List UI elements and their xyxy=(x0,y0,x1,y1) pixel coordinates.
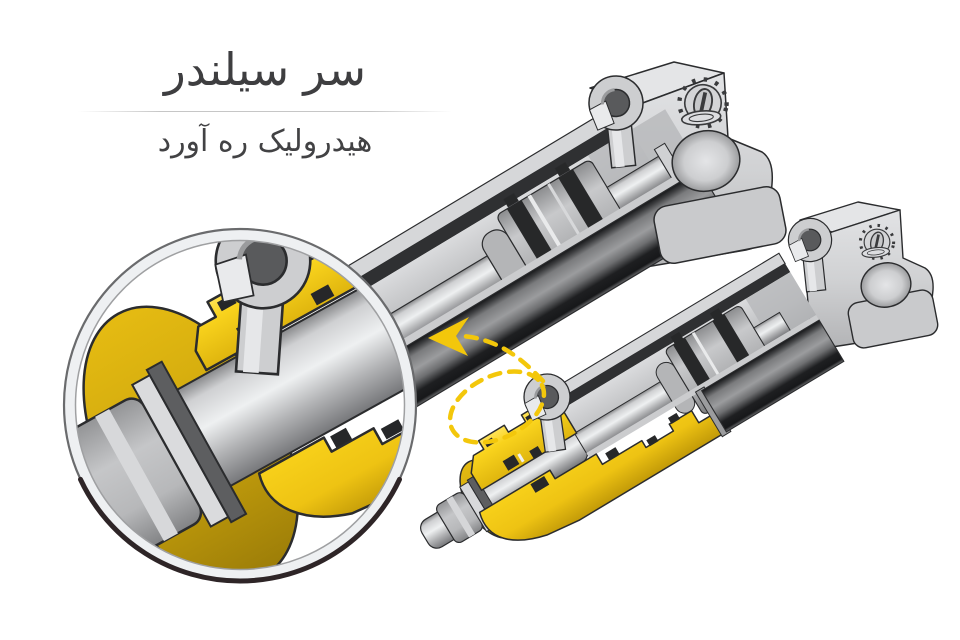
main-cap-foot xyxy=(653,185,787,265)
lens-rim-shadow xyxy=(78,476,402,584)
main-cylinder xyxy=(306,61,787,425)
brand-name: هیدرولیک ره آورد xyxy=(157,123,373,159)
secondary-cylinder xyxy=(420,201,939,549)
caption-divider xyxy=(78,110,452,112)
arrowhead-icon xyxy=(428,317,469,356)
lens-rim-band xyxy=(64,229,416,581)
secondary-cylinder-barrel xyxy=(420,252,845,549)
main-cap-boss xyxy=(671,130,741,192)
page-title: سر سیلندر xyxy=(164,43,366,96)
main-cylinder-barrel xyxy=(306,104,730,425)
secondary-cap-boss xyxy=(860,262,912,308)
callout-arrow xyxy=(428,317,547,445)
caption-block: سر سیلندر هیدرولیک ره آورد xyxy=(72,36,458,163)
secondary-cylinder-tube xyxy=(700,319,845,433)
